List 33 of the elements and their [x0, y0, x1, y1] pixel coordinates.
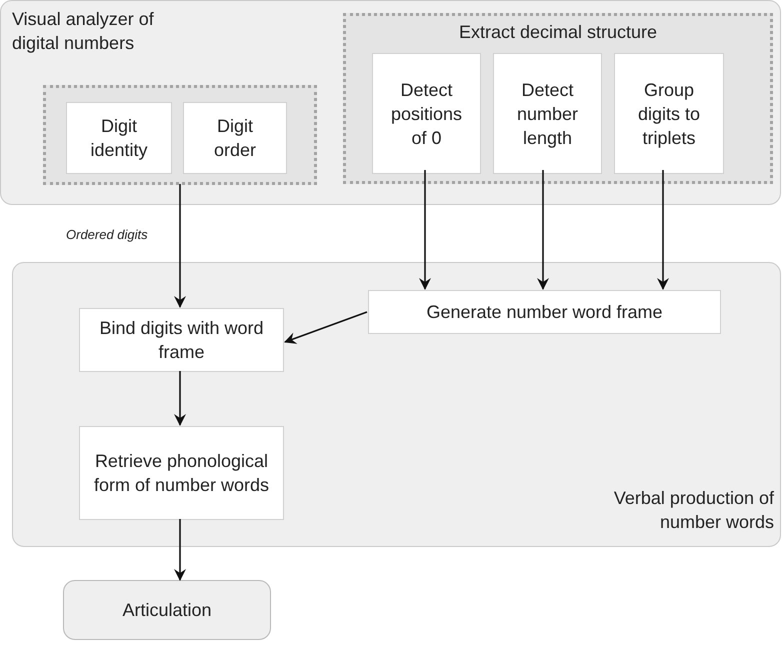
process-box: [368, 290, 721, 334]
box-text: Detect number length: [516, 78, 580, 150]
module-panel: [12, 262, 781, 547]
arrow: [419, 170, 431, 290]
arrow: [174, 371, 186, 426]
process-box: [493, 53, 602, 174]
box-text: Digit identity: [89, 115, 149, 162]
arrow: [657, 170, 669, 290]
process-box: [183, 102, 287, 174]
arrow: [174, 519, 186, 581]
module-title: Visual analyzer of digital numbers: [12, 8, 155, 55]
module-panel: [0, 0, 781, 205]
box-text: Articulation: [121, 599, 213, 622]
process-box: [79, 426, 284, 520]
arrow: [174, 184, 186, 308]
arrow: [537, 170, 549, 290]
process-box: [66, 102, 172, 174]
process-box: [79, 308, 284, 372]
box-text: Generate number word frame: [425, 301, 664, 324]
group-box: [43, 85, 317, 185]
module-title: Verbal production of number words: [612, 487, 774, 534]
box-text: Retrieve phonological form of number words: [92, 450, 270, 497]
box-text: Digit order: [212, 115, 258, 162]
process-box: [614, 53, 724, 174]
process-box: [372, 53, 481, 174]
output-box: [63, 580, 271, 640]
arrow: [284, 311, 368, 344]
group-box: [343, 13, 773, 184]
box-text: Group digits to triplets: [636, 78, 702, 150]
box-text: Detect positions of 0: [390, 78, 464, 150]
group-title: Extract decimal structure: [458, 21, 658, 44]
box-text: Bind digits with word frame: [98, 317, 265, 364]
edge-label: Ordered digits: [66, 227, 148, 243]
